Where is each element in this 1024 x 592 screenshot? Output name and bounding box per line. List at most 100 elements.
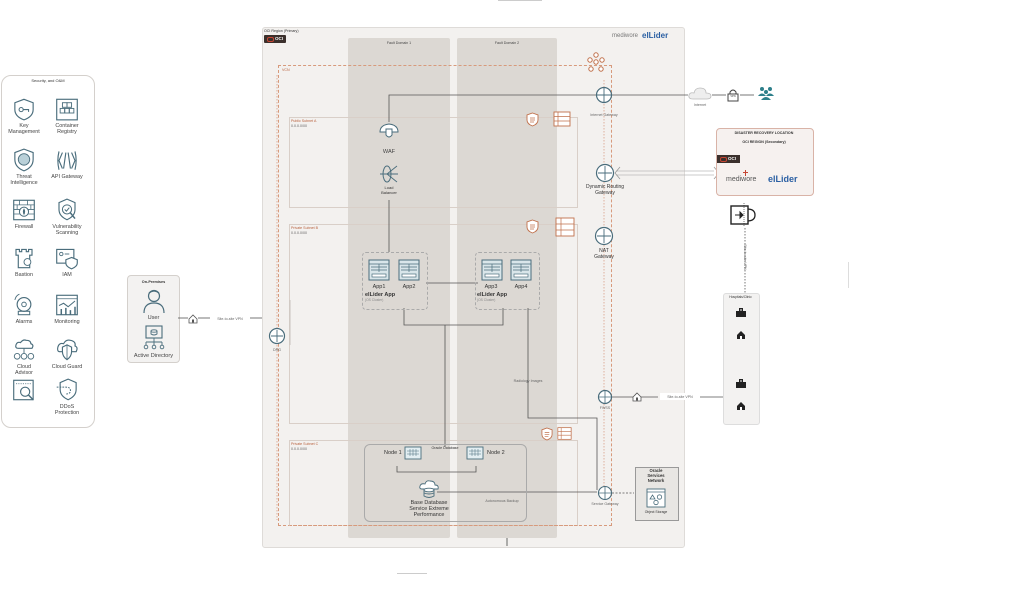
dr-brand-mediwore: mediwore	[726, 176, 757, 183]
security-item-bastion: Bastion	[5, 246, 43, 292]
firewall-icon	[13, 199, 35, 221]
fwss-label: FWSS	[599, 406, 611, 410]
security-item-cloud-guard: Cloud Guard	[48, 338, 86, 384]
fwss-icon	[597, 389, 613, 405]
security-item-label: Key Management	[8, 123, 40, 136]
app4-label: App4	[514, 284, 528, 290]
top-marker	[498, 0, 542, 1]
osn-title: Oracle Services Network	[647, 468, 665, 483]
drg-label: DRG	[273, 348, 281, 352]
database-service-icon	[419, 480, 439, 498]
region-title: OCI Region (Primary)	[264, 29, 299, 33]
security-item-api-gateway: API Gateway	[48, 148, 86, 194]
app-cluster-2-name: elLider App	[477, 292, 508, 298]
internet-cloud-icon	[688, 87, 712, 100]
vcn-cluster-icon	[587, 52, 605, 72]
remote-users-icon	[758, 87, 774, 100]
security-item-alarms: Alarms	[5, 293, 43, 339]
security-item-label: Threat Intelligence	[10, 174, 38, 187]
bottom-marker	[397, 573, 427, 574]
api-gateway-icon	[57, 151, 77, 170]
vpn-badge-label: VPN	[730, 95, 736, 98]
oracle-services-network	[635, 467, 679, 521]
app2-label: App2	[402, 284, 416, 290]
public-subnet-a-cidr: 0.0.0.0/00	[291, 124, 307, 128]
active-directory-icon	[143, 325, 165, 350]
service-gateway-icon	[597, 485, 613, 501]
private-subnet-b-cidr: 0.0.0.0/00	[291, 231, 307, 235]
hospitals-title: Hospitals/Clinic	[729, 295, 752, 299]
app-cluster-1-sub: (OS Cluster)	[365, 298, 384, 302]
public-subnet-a-name: Public Subnet A	[291, 119, 317, 123]
user-icon	[143, 289, 165, 314]
security-item-cloud-advisor: Cloud Advisor	[5, 338, 43, 384]
app3-server-icon	[481, 259, 503, 281]
security-item-label: Bastion	[15, 272, 33, 278]
autonomous-backup-label: Autonomous Backup	[485, 499, 519, 503]
app-cluster-2-sub: (OS Cluster)	[477, 298, 496, 302]
oci-badge: OCI	[264, 35, 286, 43]
route-table-icon-a	[553, 111, 571, 127]
cpe-home-icon	[188, 314, 198, 324]
oci-logo-icon	[267, 37, 274, 42]
oci-badge-label: OCI	[275, 36, 284, 41]
security-item-key-management: Key Management	[5, 97, 43, 143]
dr-oci-logo-icon	[720, 157, 727, 162]
service-gateway-label: Service Gateway	[591, 502, 619, 506]
cloud-guard-icon	[57, 339, 78, 361]
load-balancer-icon	[380, 165, 398, 183]
dr-location-subtitle: OCI REGION (Secondary)	[742, 140, 786, 144]
security-panel-title: Security, and O&M	[31, 78, 65, 83]
internet-gateway-icon	[595, 86, 613, 104]
hospital-icon-2	[736, 379, 746, 388]
internet-gateway-label: Internet Gateway	[590, 113, 618, 117]
internet-label: Internet	[693, 103, 707, 107]
vulnerability-scanning-icon	[58, 198, 76, 221]
db-node-2-icon	[466, 446, 484, 460]
app3-label: App3	[484, 284, 498, 290]
dr-oci-badge-label: OCI	[728, 156, 737, 161]
hospitals-vpn-label-2: Site-to-site VPN	[667, 395, 693, 399]
vcn-label: VCN	[282, 68, 290, 72]
security-item-logging-analytics	[5, 378, 43, 424]
drg-icon	[268, 327, 286, 345]
db-node-1-label: Node 1	[384, 450, 402, 456]
app1-label: App1	[372, 284, 386, 290]
app-cluster-1-name: elLider App	[365, 292, 396, 298]
brand-ellider: elLider	[642, 31, 669, 40]
private-subnet-c-cidr: 0.0.0.0/00	[291, 447, 307, 451]
on-prem-vpn-label: Site-to-site VPN	[217, 317, 243, 321]
security-item-label: DDoS Protection	[54, 404, 80, 417]
right-edge-mark	[848, 262, 849, 288]
db-node-2-label: Node 2	[487, 450, 505, 456]
dr-brand-ellider: elLider	[768, 174, 798, 184]
dynamic-routing-gateway-icon	[595, 163, 615, 183]
oracle-database-title: Oracle Database	[431, 446, 459, 450]
route-table-icon-b	[555, 217, 575, 237]
alarms-icon	[14, 293, 32, 316]
clinic-home-icon-1	[737, 331, 745, 339]
mediwore-cross-icon	[743, 170, 748, 176]
security-item-label: Cloud Guard	[51, 364, 83, 370]
route-table-icon-c	[557, 427, 572, 440]
security-item-label: Container Registry	[55, 123, 79, 136]
security-item-ddos-protection: DDoS Protection	[48, 378, 86, 424]
radiology-images-label: Radiology Images	[513, 379, 543, 383]
waf-icon	[379, 123, 399, 138]
security-item-label: Monitoring	[54, 319, 80, 325]
fault-domain-1-label: Fault Domain 1	[386, 41, 412, 45]
drg-gateway-label: Dynamic Routing Gateway	[585, 184, 625, 196]
app-cluster-1	[362, 252, 428, 310]
security-item-label: Alarms	[15, 319, 33, 325]
security-item-iam: IAM	[48, 246, 86, 292]
database-service-label: Base Database Service Extreme Performanc…	[409, 500, 449, 519]
waf-label: WAF	[382, 149, 396, 155]
object-storage-label: Object Storage	[644, 510, 668, 514]
vpn-label-bg	[660, 393, 700, 400]
on-premises-title: On-Premises	[141, 280, 166, 284]
private-subnet-c-name: Private Subnet C	[291, 442, 319, 446]
security-item-label: API Gateway	[51, 174, 83, 180]
fault-domain-2-label: Fault Domain 2	[494, 41, 520, 45]
monitoring-icon	[56, 294, 78, 316]
key-management-icon	[14, 98, 34, 121]
